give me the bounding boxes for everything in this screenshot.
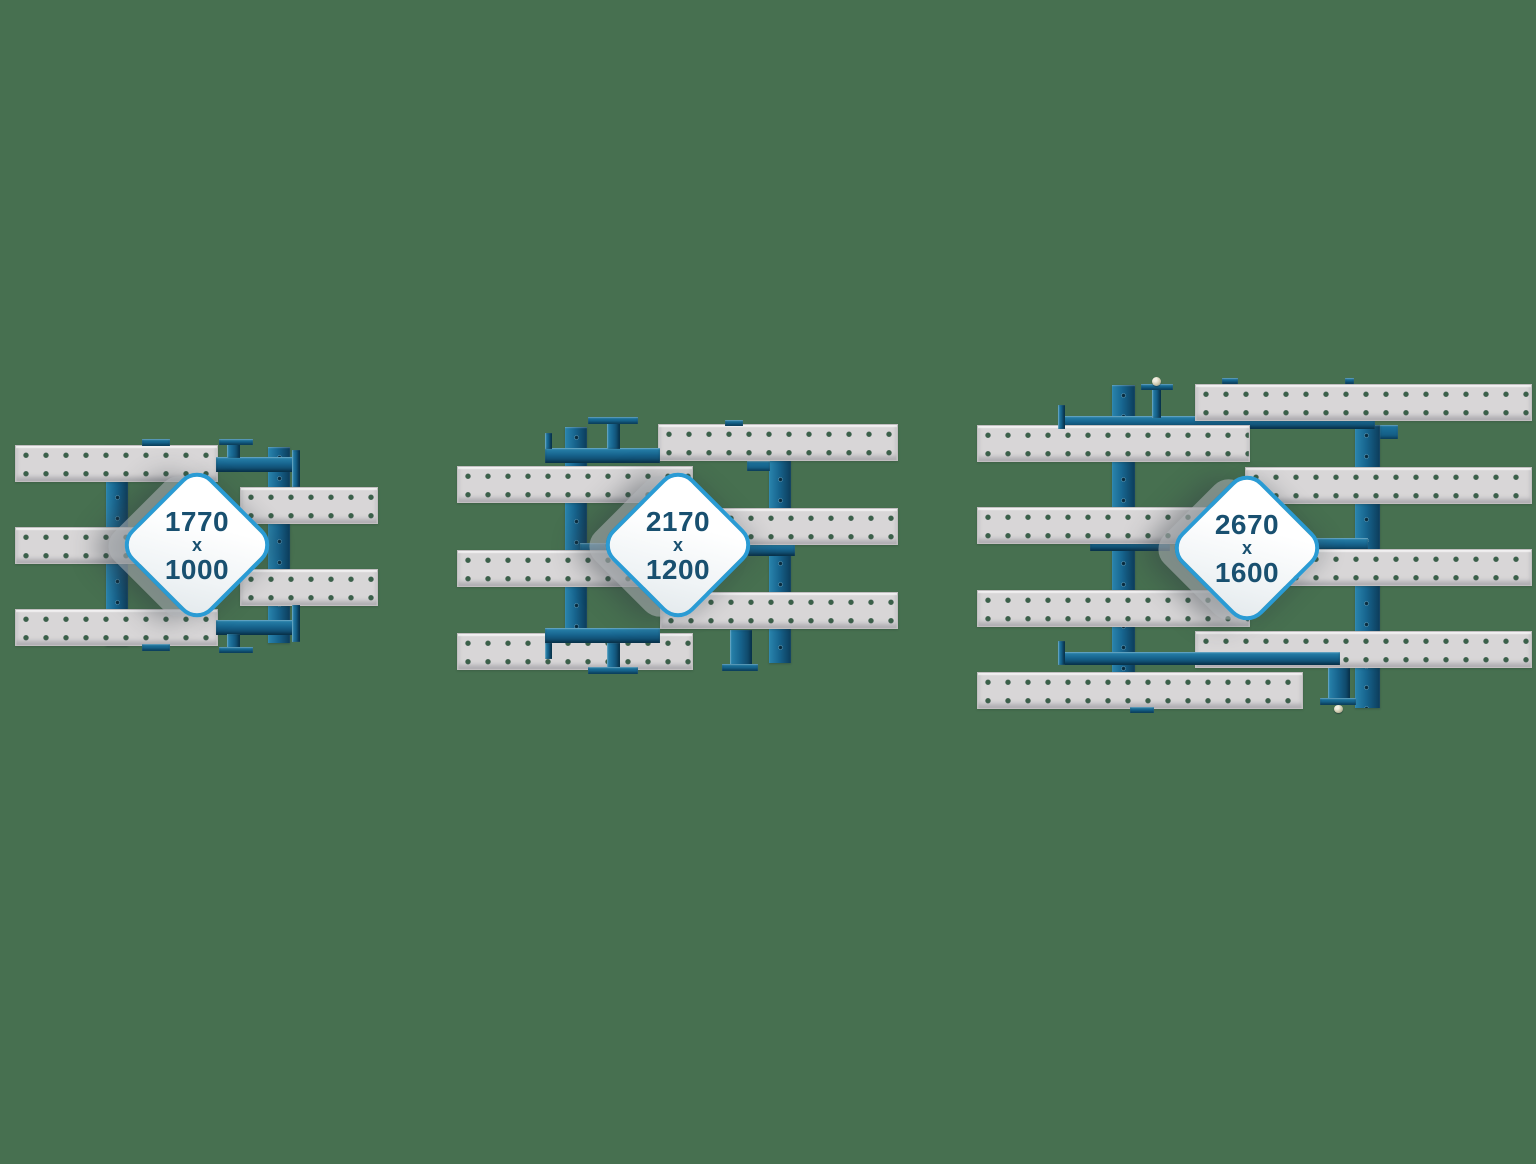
beam-lip-bottom [545, 643, 552, 659]
dimension-badge: 1770 x 1000 [112, 460, 282, 630]
clamp-flange-bottom [292, 605, 300, 642]
clamp-stem-bottom [607, 643, 620, 670]
perforated-slat [1195, 384, 1532, 421]
dimension-badge: 2170 x 1200 [593, 460, 763, 630]
clamp-stem-top [607, 422, 620, 449]
clamp-stem-top [227, 443, 240, 458]
clamp-flange-top [292, 450, 300, 487]
clamp-beam-top [216, 457, 298, 472]
mount-tab-bottom [142, 644, 170, 651]
clamp-cap-top [1141, 384, 1173, 390]
beam-lip-bottom [1058, 641, 1065, 665]
perforated-slat [658, 424, 898, 461]
perforated-slat [15, 609, 218, 646]
dimension-badge: 2670 x 1600 [1162, 463, 1332, 633]
mount-tab-bottom [1130, 707, 1154, 713]
table-assembly-large: 2670 x 1600 [975, 376, 1536, 716]
clamp-cap-top [219, 439, 253, 445]
dimension-length: 1200 [645, 553, 711, 585]
frame-beam-bottom [545, 628, 660, 643]
perforated-slat [977, 672, 1303, 709]
dimension-length: 1600 [1214, 556, 1280, 588]
perforated-slat [977, 590, 1250, 627]
clamp-cap-top [588, 417, 638, 424]
perforated-slat [977, 425, 1250, 462]
frame-beam-top [545, 448, 660, 463]
beam-lip-top [545, 433, 552, 449]
support-bolt-bottom-right [1334, 705, 1343, 713]
frame-beam-bottom [1058, 652, 1340, 665]
dimension-length: 1000 [164, 553, 230, 585]
dimension-separator: x [672, 534, 683, 555]
clamp-stem-bottom [227, 634, 240, 649]
perforated-slat [457, 466, 693, 503]
badge-dimensions: 2670 x 1600 [1162, 463, 1332, 633]
hanger-flange-right [1380, 425, 1398, 439]
perforated-slat [240, 487, 378, 524]
mid-beam-right [748, 543, 795, 556]
badge-dimensions: 1770 x 1000 [112, 460, 282, 630]
table-assembly-small: 1770 x 1000 [15, 438, 395, 654]
mount-tab-top-a [1222, 378, 1238, 384]
support-arm-bottom-right [730, 630, 752, 666]
support-foot-bottom-right [722, 664, 758, 671]
support-foot-bottom-right [1320, 698, 1356, 705]
mount-tab-top-right [725, 420, 743, 426]
dimension-width: 2670 [1214, 508, 1280, 540]
dimension-separator: x [1241, 537, 1252, 558]
beam-lip-top [1058, 405, 1065, 429]
clamp-bolt-top [1152, 377, 1161, 386]
dimension-width: 1770 [164, 505, 230, 537]
support-arm-bottom-right [1328, 668, 1350, 700]
perforated-slat [1245, 467, 1532, 504]
clamp-cap-bottom [588, 667, 638, 674]
dimension-separator: x [191, 534, 202, 555]
clamp-cap-bottom [219, 647, 253, 653]
dimension-width: 2170 [645, 505, 711, 537]
hanger-tab [747, 461, 770, 471]
mount-tab-top [142, 439, 170, 446]
perforated-slat [240, 569, 378, 606]
table-assembly-medium: 2170 x 1200 [455, 415, 910, 677]
clamp-beam-bottom [216, 620, 298, 635]
badge-dimensions: 2170 x 1200 [593, 460, 763, 630]
clamp-stem-top [1152, 388, 1161, 418]
mount-tab-top-b [1345, 378, 1354, 384]
perforated-slat [1195, 631, 1532, 668]
